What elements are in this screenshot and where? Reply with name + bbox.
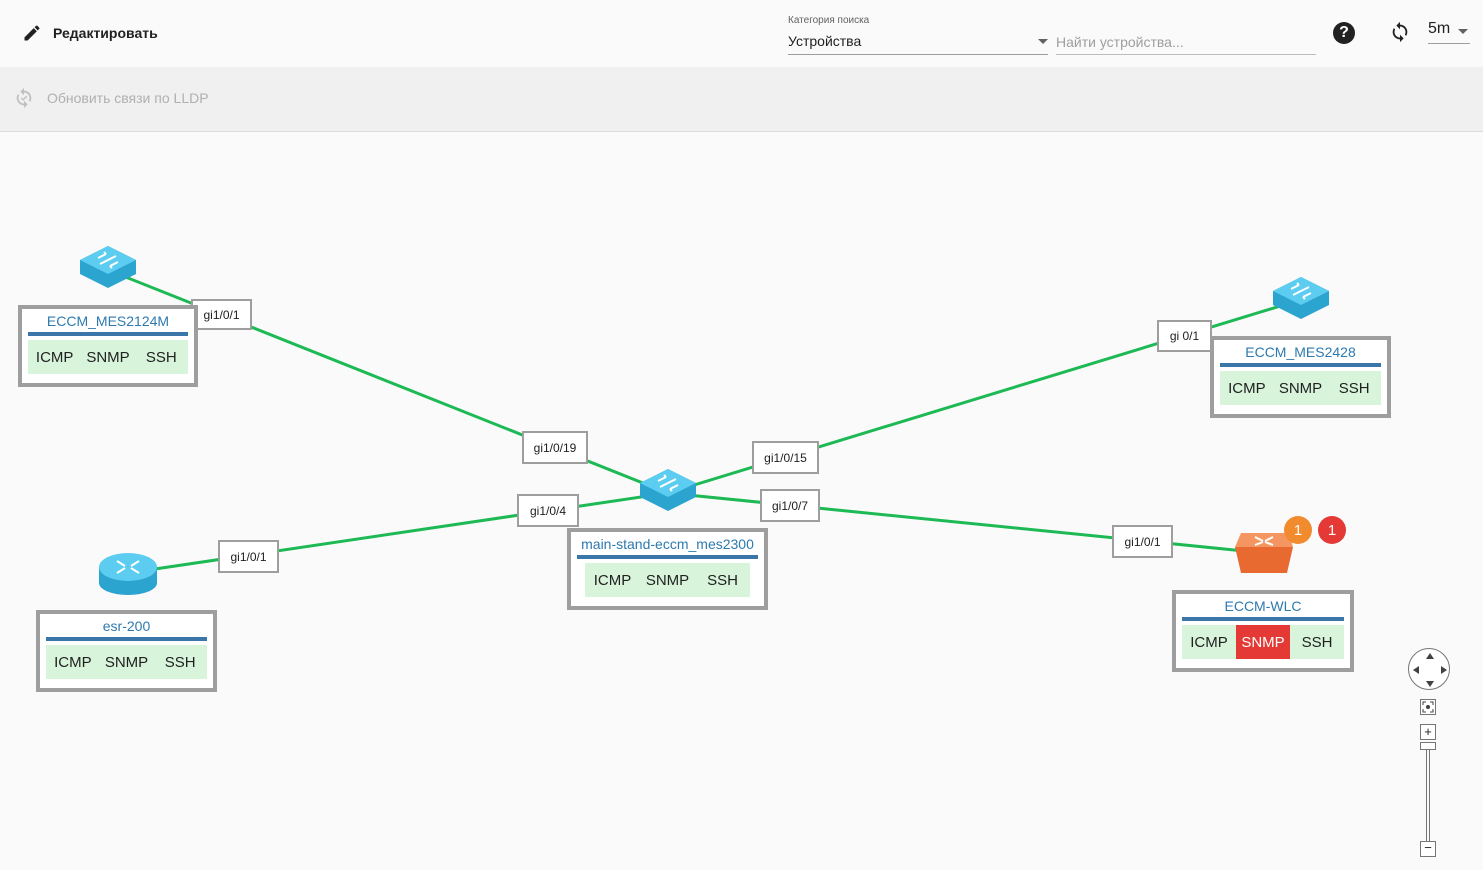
device-divider (577, 555, 758, 559)
chevron-down-icon (1038, 39, 1048, 44)
sync-check-icon (16, 87, 32, 109)
check-icmp: ICMP (593, 571, 632, 589)
switch-icon[interactable] (78, 244, 138, 298)
device-checks: ICMP SNMP SSH (46, 645, 207, 679)
port-label: gi1/0/7 (760, 489, 820, 522)
fit-view-icon (1422, 701, 1434, 713)
search-category-select[interactable]: Устройства (788, 30, 1048, 55)
check-icmp: ICMP (54, 653, 92, 671)
wireless-controller-icon[interactable] (1233, 527, 1295, 581)
check-ssh: SSH (707, 571, 738, 589)
pencil-icon (24, 25, 40, 41)
zoom-out-button[interactable]: − (1420, 841, 1436, 857)
device-card-main-stand-eccm-mes2300[interactable]: main-stand-eccm_mes2300 ICMP SNMP SSH (567, 528, 768, 610)
update-lldp-label: Обновить связи по LLDP (47, 90, 209, 106)
check-ssh: SSH (145, 348, 177, 366)
check-icmp: ICMP (1190, 633, 1228, 651)
device-divider (28, 332, 188, 336)
device-divider (46, 637, 207, 641)
switch-icon[interactable] (638, 467, 698, 521)
topology-canvas[interactable]: 1 1 gi1/0/1 gi1/0/19 gi 0/1 gi1/0/15 gi1… (0, 132, 1483, 870)
port-label: gi1/0/15 (752, 441, 819, 474)
pan-arrows-icon (1413, 653, 1447, 687)
device-checks: ICMP SNMP SSH (1182, 625, 1344, 659)
device-divider (1182, 617, 1344, 621)
port-label: gi1/0/4 (517, 494, 579, 527)
device-card-eccm-mes2124m[interactable]: ECCM_MES2124M ICMP SNMP SSH (18, 305, 198, 387)
device-divider (1220, 363, 1381, 367)
device-card-esr-200[interactable]: esr-200 ICMP SNMP SSH (36, 610, 217, 692)
device-name[interactable]: main-stand-eccm_mes2300 (581, 536, 754, 552)
device-checks: ICMP SNMP SSH (1220, 371, 1381, 405)
check-snmp: SNMP (86, 348, 130, 366)
check-icmp: ICMP (1228, 379, 1266, 397)
device-name[interactable]: ECCM_MES2124M (46, 313, 170, 329)
check-icmp: ICMP (35, 348, 74, 366)
edit-label: Редактировать (53, 25, 158, 41)
device-search-input[interactable] (1056, 29, 1316, 55)
search-category-label: Категория поиска (788, 15, 870, 26)
port-label: gi 0/1 (1157, 320, 1212, 352)
device-name[interactable]: ECCM_MES2428 (1245, 344, 1356, 360)
search-category-value: Устройства (788, 33, 862, 49)
device-name[interactable]: esr-200 (102, 618, 151, 634)
switch-icon[interactable] (1271, 275, 1331, 329)
zoom-slider-track[interactable] (1426, 743, 1430, 843)
topology-links (107, 268, 1301, 575)
fit-view-button[interactable] (1420, 699, 1436, 715)
warning-alarm-badge[interactable]: 1 (1284, 516, 1312, 544)
check-snmp-failed: SNMP (1236, 625, 1290, 659)
router-icon[interactable] (97, 549, 159, 603)
device-card-eccm-mes2428[interactable]: ECCM_MES2428 ICMP SNMP SSH (1210, 336, 1391, 418)
port-label: gi1/0/1 (1112, 525, 1173, 558)
check-ssh: SSH (1338, 379, 1370, 397)
port-label: gi1/0/1 (218, 540, 279, 573)
port-label: gi1/0/19 (522, 431, 588, 464)
check-snmp: SNMP (1278, 379, 1323, 397)
check-ssh: SSH (164, 653, 196, 671)
port-label: gi1/0/1 (191, 299, 252, 330)
device-checks: ICMP SNMP SSH (585, 563, 750, 597)
top-toolbar: Редактировать Категория поиска Устройств… (0, 0, 1483, 67)
critical-alarm-badge[interactable]: 1 (1318, 516, 1346, 544)
edit-button[interactable]: Редактировать (22, 20, 158, 46)
check-ssh: SSH (1301, 633, 1333, 651)
device-name[interactable]: ECCM-WLC (1224, 598, 1302, 614)
refresh-interval-select[interactable]: 5m (1428, 20, 1470, 44)
update-lldp-button[interactable]: Обновить связи по LLDP (13, 87, 209, 109)
device-card-eccm-wlc[interactable]: ECCM-WLC ICMP SNMP SSH (1172, 590, 1354, 672)
zoom-in-button[interactable]: + (1420, 724, 1436, 740)
refresh-icon[interactable] (1389, 21, 1411, 43)
action-bar: Обновить связи по LLDP (0, 67, 1483, 132)
zoom-slider-handle[interactable] (1420, 742, 1436, 750)
check-snmp: SNMP (104, 653, 149, 671)
device-checks: ICMP SNMP SSH (28, 340, 188, 374)
help-icon[interactable]: ? (1333, 22, 1355, 44)
check-snmp: SNMP (645, 571, 690, 589)
refresh-interval-value: 5m (1428, 20, 1451, 37)
pan-control[interactable] (1408, 648, 1450, 690)
chevron-down-icon (1458, 29, 1468, 34)
